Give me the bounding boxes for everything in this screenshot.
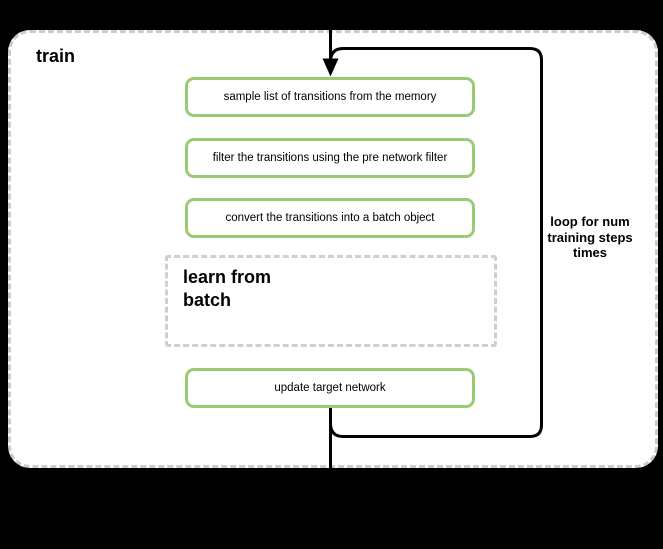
step-label: sample list of transitions from the memo… xyxy=(223,91,437,103)
step-box-filter-transitions: filter the transitions using the pre net… xyxy=(185,138,475,178)
step-label: convert the transitions into a batch obj… xyxy=(225,212,435,224)
step-box-sample-transitions: sample list of transitions from the memo… xyxy=(185,77,475,117)
step-label: update target network xyxy=(274,382,386,394)
loop-annotation-label: loop for num training steps times xyxy=(547,214,633,260)
step-box-convert-batch: convert the transitions into a batch obj… xyxy=(185,198,475,238)
step-box-update-target-network: update target network xyxy=(185,368,475,408)
loop-boundary xyxy=(329,47,543,438)
train-title: train xyxy=(36,46,76,66)
step-label: filter the transitions using the pre net… xyxy=(212,152,448,164)
arrowhead-icon xyxy=(322,58,339,77)
learn-from-batch-group-box: learn from batch xyxy=(165,255,497,347)
